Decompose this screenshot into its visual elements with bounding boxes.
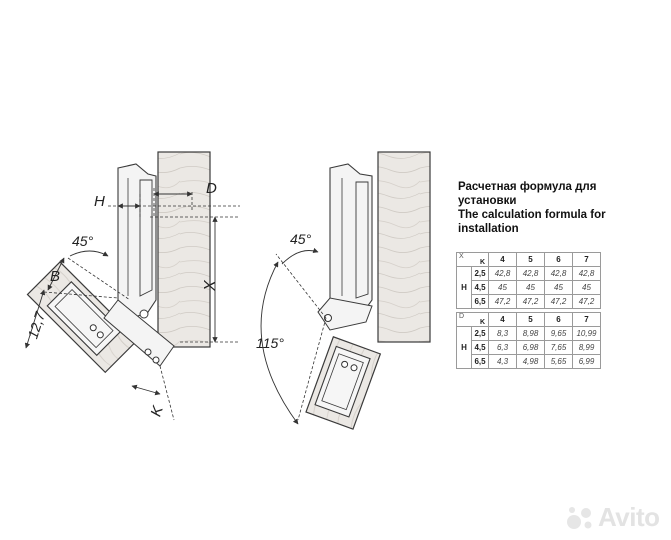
table-d-col: 4 [488,312,517,327]
table-x-row-h: 4,5 [471,280,489,295]
label-B: B [50,268,60,285]
table-d-cell: 8,98 [516,326,545,341]
label-H: H [94,193,105,210]
table-d-col: 7 [572,312,601,327]
left-cabinet-panel [157,151,211,348]
table-d-corner-right: K [479,319,485,326]
table-x-row-axis: H [456,266,472,309]
table-d-cell: 4,3 [488,354,517,369]
table-d-row-axis: H [456,326,472,369]
left-hinge-view: H D X B 12,7 K 45° [24,151,240,421]
table-d-cell: 6,98 [516,340,545,355]
table-x-values: X K 4 5 6 7 H 2,5 42,8 42,8 42,8 42,8 4,… [456,252,601,309]
table-x-col: 7 [572,252,601,267]
table-d-cell: 8,99 [572,340,601,355]
table-d-cell: 6,3 [488,340,517,355]
avito-watermark: Avito [598,502,660,532]
table-x-cell: 42,8 [544,266,573,281]
table-x-col: 4 [488,252,517,267]
label-12-7: 12,7 [24,309,48,341]
table-d-cell: 6,99 [572,354,601,369]
table-x-cell: 45 [516,280,545,295]
label-X: X [202,279,219,292]
table-d-col: 5 [516,312,545,327]
table-x-cell: 47,2 [488,294,517,309]
right-hinge-cup [314,345,371,418]
table-d-row-h: 2,5 [471,326,489,341]
table-d-values: D K 4 5 6 7 H 2,5 8,3 8,98 9,65 10,99 4,… [456,312,601,369]
caption-line-ru-2: установки [458,195,517,207]
right-hinge-view: 45° 115° [256,151,431,430]
table-x-cell: 47,2 [544,294,573,309]
table-d-cell: 7,65 [544,340,573,355]
table-x-corner: X K [456,252,489,267]
right-cabinet-panel [377,151,431,343]
table-x-cell: 45 [488,280,517,295]
label-D: D [206,180,217,197]
caption-line-en-2: installation [458,223,519,235]
table-d-cell: 9,65 [544,326,573,341]
table-d-corner-left: D [459,313,465,320]
table-x-cell: 42,8 [572,266,601,281]
label-115: 115° [256,335,284,351]
label-45-left: 45° [72,233,94,249]
calculation-caption: Расчетная формула для установки The calc… [458,180,658,236]
table-x-col: 5 [516,252,545,267]
table-x-col: 6 [544,252,573,267]
table-d-col: 6 [544,312,573,327]
table-d-corner: D K [456,312,489,327]
table-x-row-h: 2,5 [471,266,489,281]
table-x-corner-left: X [459,253,464,260]
table-x-cell: 45 [544,280,573,295]
table-x-cell: 42,8 [488,266,517,281]
left-hinge-arm [117,163,157,321]
table-x-row-h: 6,5 [471,294,489,309]
table-d-cell: 10,99 [572,326,601,341]
label-45-right: 45° [290,231,312,247]
table-x-cell: 42,8 [516,266,545,281]
label-K: K [147,403,167,419]
table-d-cell: 4,98 [516,354,545,369]
caption-line-en-1: The calculation formula for [458,209,606,221]
table-d-cell: 8,3 [488,326,517,341]
avito-logo-icon [567,507,592,529]
table-d-row-h: 6,5 [471,354,489,369]
table-x-cell: 47,2 [572,294,601,309]
caption-line-ru-1: Расчетная формула для [458,181,597,193]
table-d-cell: 5,65 [544,354,573,369]
table-d-row-h: 4,5 [471,340,489,355]
table-x-cell: 47,2 [516,294,545,309]
table-x-cell: 45 [572,280,601,295]
table-x-corner-right: K [479,259,485,266]
